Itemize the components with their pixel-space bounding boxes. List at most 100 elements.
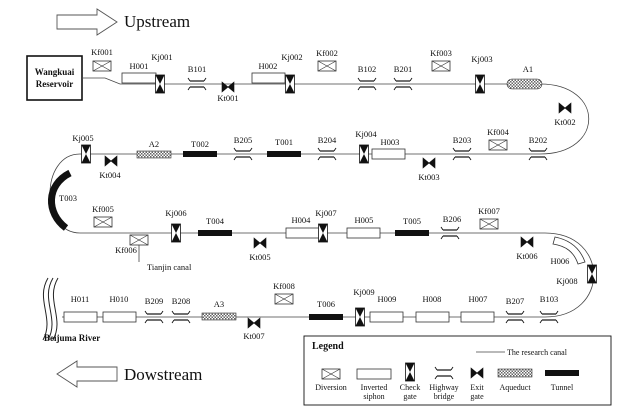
tunnel-t002 — [183, 151, 217, 157]
exit-gate-kt004 — [104, 155, 118, 167]
label-h003: H003 — [381, 137, 400, 147]
label-kj003: Kj003 — [471, 54, 492, 64]
legend-exit-label-2: gate — [470, 392, 484, 401]
beijuma-river — [52, 277, 59, 341]
label-kt002: Kt002 — [554, 117, 575, 127]
siphon-h006 — [552, 236, 586, 265]
label-t001: T001 — [275, 137, 293, 147]
legend-bridge-label-1: Highway — [429, 383, 458, 392]
siphon-h010 — [102, 311, 137, 323]
label-tianjin-canal: Tianjin canal — [147, 262, 192, 272]
label-a1: A1 — [523, 64, 533, 74]
siphon-h005 — [346, 227, 381, 239]
diversion-kf001 — [92, 60, 112, 72]
exit-gate-kt006 — [520, 236, 534, 248]
legend-tunnel-label: Tunnel — [551, 383, 574, 392]
downstream-label: Dowstream — [124, 365, 202, 384]
legend-bridge-label-2: bridge — [434, 392, 455, 401]
label-b201: B201 — [394, 64, 412, 74]
diversion-kf007 — [479, 218, 499, 230]
exit-gate-kt002 — [558, 102, 572, 114]
label-t006: T006 — [317, 299, 335, 309]
downstream-arrow — [56, 360, 118, 388]
legend-title: Legend — [312, 341, 344, 352]
siphon-h007 — [460, 311, 495, 323]
label-t003: T003 — [59, 193, 77, 203]
label-b103: B103 — [540, 294, 558, 304]
label-kj002: Kj002 — [281, 52, 302, 62]
label-h001: H001 — [130, 61, 149, 71]
check-gate-kj007 — [318, 223, 328, 243]
label-kf005: Kf005 — [92, 204, 114, 214]
siphon-h001 — [121, 72, 157, 84]
upstream-arrow — [56, 8, 118, 36]
legend-canal-label: The research canal — [507, 348, 568, 357]
diversion-kf004 — [488, 139, 508, 151]
legend-aqueduct-label: Aqueduct — [499, 383, 531, 392]
siphon-h003 — [371, 148, 406, 160]
label-t005: T005 — [403, 216, 421, 226]
label-h008: H008 — [423, 294, 442, 304]
diversion-kf005 — [93, 216, 113, 228]
legend-siphon-label-1: Inverted — [361, 383, 388, 392]
label-kj004: Kj004 — [355, 129, 377, 139]
label-kt006: Kt006 — [516, 251, 537, 261]
label-b202: B202 — [529, 135, 547, 145]
legend-aqueduct-icon — [497, 368, 533, 378]
legend-check-label-2: gate — [403, 392, 417, 401]
check-gate-kj008 — [587, 264, 597, 284]
label-h002: H002 — [259, 61, 278, 71]
diversion-kf006 — [129, 234, 149, 246]
check-gate-kj005 — [81, 144, 91, 164]
legend-check-label-1: Check — [400, 383, 420, 392]
label-h011: H011 — [71, 294, 90, 304]
check-gate-kj003 — [475, 74, 485, 94]
reservoir-line2: Reservoir — [36, 79, 73, 89]
siphon-h009 — [369, 311, 404, 323]
label-h006: H006 — [551, 256, 570, 266]
label-t004: T004 — [206, 216, 225, 226]
label-kt001: Kt001 — [217, 93, 238, 103]
siphon-h002 — [251, 72, 286, 84]
legend-check-gate-icon — [405, 362, 415, 382]
label-kj009: Kj009 — [353, 287, 374, 297]
check-gate-kj001 — [155, 74, 165, 94]
check-gate-kj002 — [285, 74, 295, 94]
label-h004: H004 — [292, 215, 312, 225]
legend-diversion-label: Diversion — [315, 383, 347, 392]
beijuma-river — [47, 277, 54, 341]
label-b205: B205 — [234, 135, 252, 145]
label-t002: T002 — [191, 139, 209, 149]
research-canal-line — [49, 77, 594, 318]
aqueduct-a2 — [136, 150, 172, 159]
siphon-h011 — [63, 311, 98, 323]
exit-gate-kt003 — [422, 157, 436, 169]
exit-gate-kt007 — [247, 317, 261, 329]
diversion-kf003 — [431, 60, 451, 72]
label-b209: B209 — [145, 296, 163, 306]
label-kj008: Kj008 — [556, 276, 577, 286]
label-b207: B207 — [506, 296, 524, 306]
label-kt003: Kt003 — [418, 172, 439, 182]
label-b208: B208 — [172, 296, 190, 306]
label-b204: B204 — [318, 135, 337, 145]
siphon-h004 — [285, 227, 320, 239]
diversion-kf002 — [317, 60, 337, 72]
label-a3: A3 — [214, 299, 224, 309]
tunnel-t006 — [309, 314, 343, 320]
aqueduct-a1 — [506, 78, 543, 90]
legend-exit-label-1: Exit — [470, 383, 484, 392]
label-b102: B102 — [358, 64, 376, 74]
beijuma-river — [42, 277, 49, 341]
check-gate-kj006 — [171, 223, 181, 243]
label-kj007: Kj007 — [315, 208, 336, 218]
siphon-h008 — [415, 311, 450, 323]
label-kt007: Kt007 — [243, 331, 264, 341]
legend-siphon-label-2: siphon — [363, 392, 384, 401]
reservoir-line1: Wangkuai — [35, 67, 75, 77]
legend: Legend The research canal Diversion Inve… — [303, 335, 612, 406]
legend-siphon-icon — [356, 368, 392, 380]
label-kj006: Kj006 — [165, 208, 186, 218]
legend-diversion-icon — [321, 368, 341, 380]
